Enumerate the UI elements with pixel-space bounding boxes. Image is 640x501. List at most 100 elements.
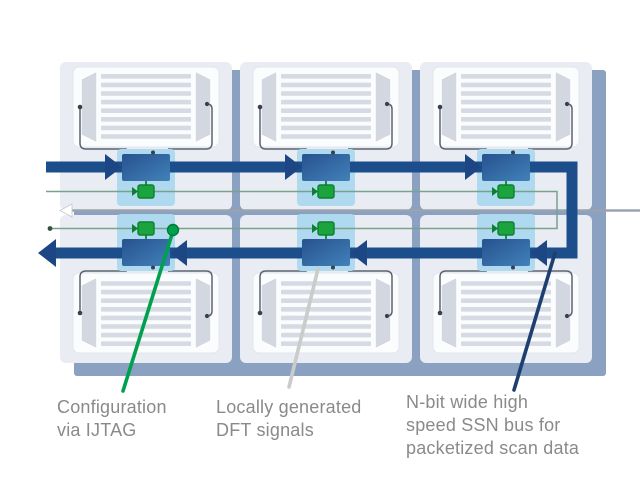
ijtag-gate-node [317, 184, 335, 199]
node-to-decompressor-wire [79, 268, 127, 313]
scan-chain-stripe [101, 91, 191, 96]
scan-chain-stripe [461, 99, 551, 105]
node-to-compressor-wire [168, 103, 213, 150]
node-to-compressor-wire [168, 270, 213, 317]
scan-chain-stripe [461, 134, 551, 139]
ssn-bus-label-line2: speed SSN bus for [406, 415, 561, 435]
scan-chain-stripe [281, 74, 371, 79]
ijtag-config-label: Configuration via IJTAG [57, 396, 167, 442]
scan-chain-stripe [281, 289, 371, 295]
scan-chain-stripe [281, 134, 371, 139]
node-to-compressor-wire [348, 103, 393, 150]
ssn-bus-arrow-icon [465, 154, 482, 180]
ssn-bus-arrow-icon [285, 154, 302, 180]
scan-chain-stripe [461, 307, 551, 312]
scan-chain-stripe [101, 82, 191, 88]
ssn-node [122, 239, 170, 266]
ssn-bus-arrow-icon [105, 154, 122, 180]
compressor-trapezoid [374, 69, 392, 145]
scan-chain-stripe [281, 298, 371, 303]
ijtag-node-arrow-icon [312, 224, 318, 233]
decompressor-trapezoid [440, 275, 458, 351]
wire-terminal-dot [77, 310, 83, 316]
scan-chain-stripe [461, 91, 551, 96]
wire-terminal-dot [257, 310, 263, 316]
ssn-node [482, 154, 530, 181]
scan-chain-stripe [461, 125, 551, 131]
scan-chain-stripe [101, 307, 191, 312]
dft-callout-line [287, 267, 320, 389]
wire-terminal-dot [564, 313, 570, 319]
dft-signals-label: Locally generated DFT signals [216, 396, 362, 442]
node-to-decompressor-wire [259, 107, 307, 152]
compressor-trapezoid [554, 69, 572, 145]
wire-terminal-dot [437, 104, 443, 110]
ijtag-node-arrow-icon [492, 224, 498, 233]
scan-chain-stripe [461, 117, 551, 122]
ijtag-gate-node [317, 221, 335, 236]
scan-chain-stripe [461, 324, 551, 329]
scan-chain-stripe [461, 289, 551, 295]
node-pin-dot [151, 265, 155, 270]
ssn-bus-arrow-icon [530, 240, 547, 266]
wire-terminal-dot [77, 104, 83, 110]
scan-chain-stripe [101, 324, 191, 329]
scan-chain-stripe [281, 125, 371, 131]
scan-chain-stripe [281, 324, 371, 329]
scan-chain-stripe [281, 307, 371, 312]
scan-chain-stripe [101, 289, 191, 295]
dft-signals-label-line2: DFT signals [216, 420, 314, 440]
node-to-compressor-wire [348, 270, 393, 317]
wire-terminal-dot [437, 310, 443, 316]
compressor-trapezoid [554, 275, 572, 351]
scan-chain-stripe [101, 117, 191, 122]
ssn-bus-arrow-icon [170, 240, 187, 266]
ssn-bus-exit-arrow-icon [38, 239, 56, 267]
ssn-bus-label-line1: N-bit wide high [406, 392, 529, 412]
scan-chain-stripe [281, 99, 371, 105]
scan-chain-stripe [281, 82, 371, 88]
ssn-node [482, 239, 530, 266]
wire-terminal-dot [384, 101, 390, 107]
node-to-decompressor-wire [259, 268, 307, 313]
decompressor-trapezoid [260, 275, 278, 351]
ijtag-gate-node [137, 221, 155, 236]
ijtag-gate-node [497, 221, 515, 236]
scan-chain-stripe [461, 281, 551, 286]
scan-chain-stripe [281, 117, 371, 122]
scan-chain-stripe [101, 99, 191, 105]
decompressor-trapezoid [80, 275, 98, 351]
scan-chain-stripe [101, 298, 191, 303]
ijtag-node-arrow-icon [312, 187, 318, 196]
node-pin-dot [331, 150, 335, 155]
ijtag-line-terminal-dot [47, 226, 53, 231]
node-pin-dot [511, 265, 515, 270]
ijtag-node-arrow-icon [492, 187, 498, 196]
scan-chain-stripe [461, 108, 551, 113]
ssn-node [302, 239, 350, 266]
scan-chain-stripe [461, 298, 551, 303]
scan-chain-stripe [101, 125, 191, 131]
scan-chain-stripe [101, 341, 191, 346]
node-pin-dot [331, 265, 335, 270]
scan-chain-stripe [461, 341, 551, 346]
ijtag-node-arrow-icon [132, 224, 138, 233]
scan-chain-stripe [281, 341, 371, 346]
ijtag-callout-dot [166, 223, 180, 237]
scan-chain-stripe [281, 332, 371, 338]
decompressor-trapezoid [260, 69, 278, 145]
scan-chain-stripe [101, 281, 191, 286]
decompressor-trapezoid [80, 69, 98, 145]
scan-chain-stripe [101, 332, 191, 338]
compressor-trapezoid [374, 275, 392, 351]
scan-chain-stripe [461, 315, 551, 321]
ssn-bus-arrow-icon [350, 240, 367, 266]
scan-chain-stripe [281, 281, 371, 286]
wire-terminal-dot [564, 101, 570, 107]
scan-chain-stripe [461, 332, 551, 338]
node-to-decompressor-wire [79, 107, 127, 152]
ijtag-config-label-line2: via IJTAG [57, 420, 137, 440]
dft-signals-label-line1: Locally generated [216, 397, 362, 417]
scan-chain-stripe [461, 82, 551, 88]
